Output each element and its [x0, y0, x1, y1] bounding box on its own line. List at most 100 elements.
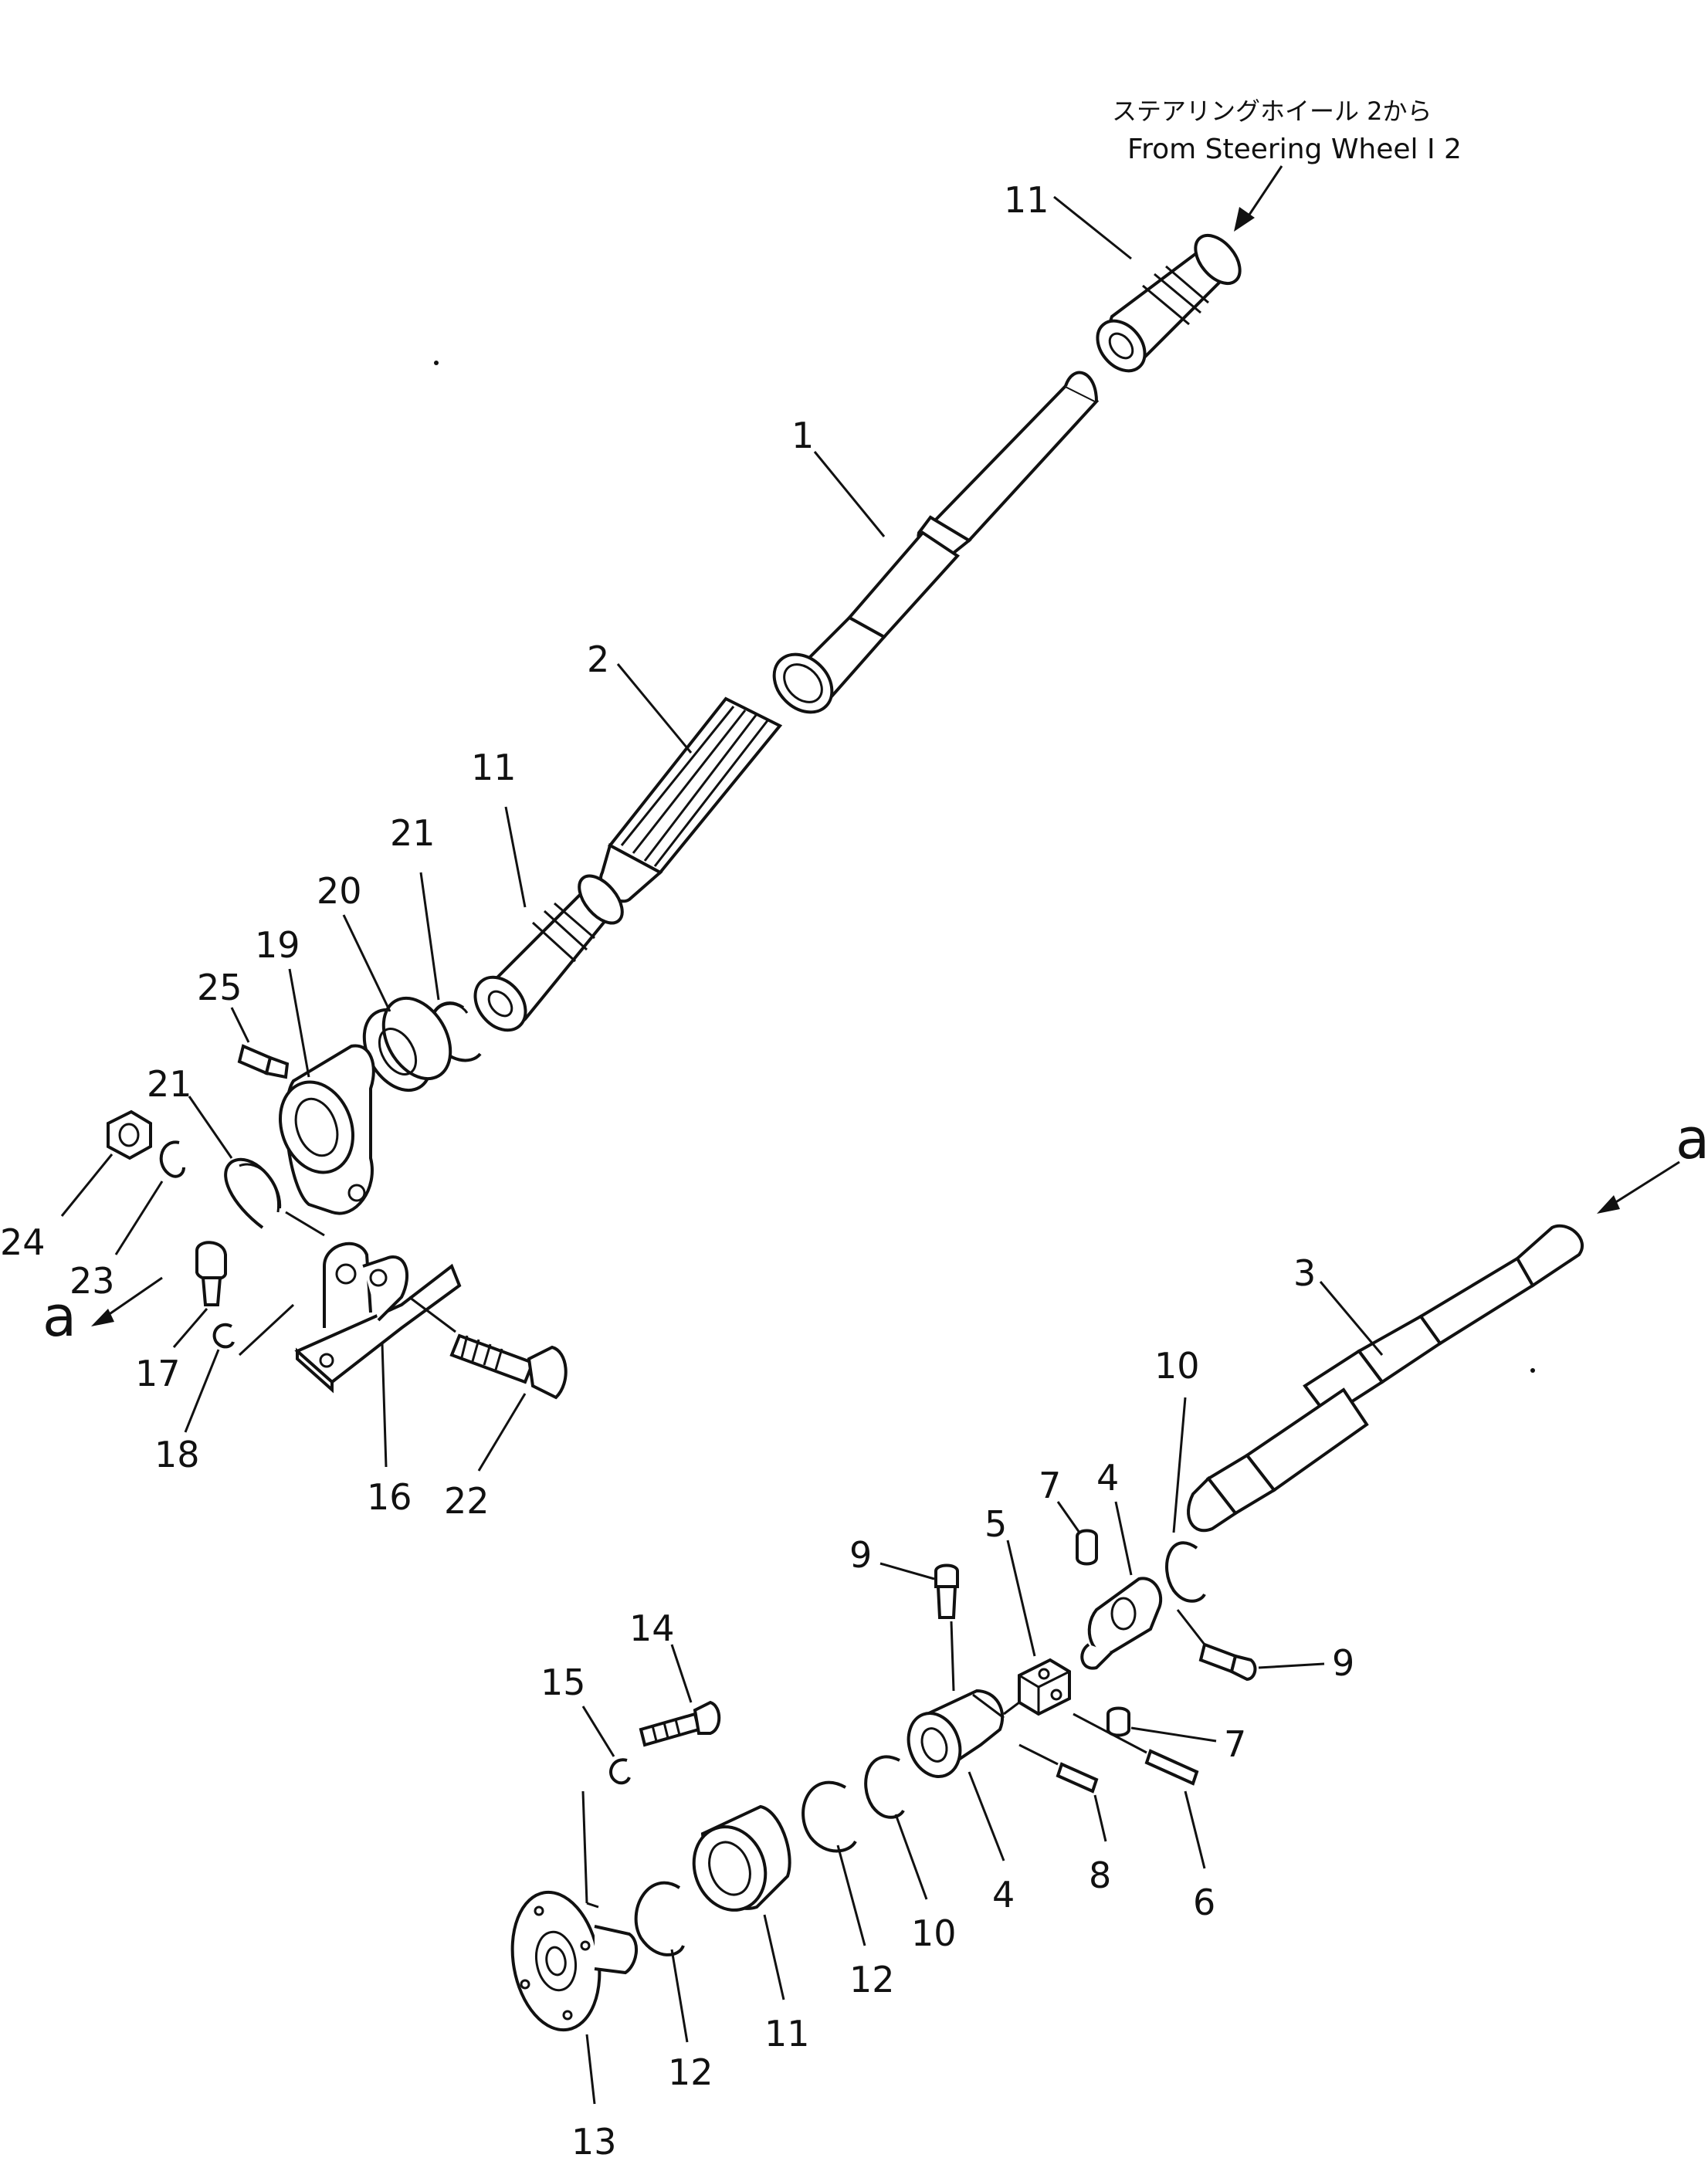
label-21-a: 21 [390, 812, 435, 854]
part-9-bolt-b [1198, 1642, 1257, 1682]
leader-7-b [1130, 1726, 1217, 1743]
label-4-b: 4 [992, 1874, 1015, 1916]
label-23: 23 [69, 1260, 115, 1302]
leader-22 [477, 1393, 527, 1472]
leader-11-mid [504, 806, 527, 908]
leader-10-b [894, 1814, 928, 1900]
alignment-line-bolt [408, 1296, 456, 1333]
part-9-bolt-a [934, 1563, 959, 1619]
leader-21-b [188, 1096, 233, 1159]
leader-3 [1319, 1281, 1384, 1356]
label-6: 6 [1193, 1882, 1215, 1923]
label-4-a: 4 [1096, 1457, 1119, 1499]
leader-2 [616, 663, 693, 754]
part-18-washer [212, 1323, 235, 1349]
part-4-yoke-b [907, 1689, 1005, 1778]
leader-10-a [1172, 1397, 1187, 1533]
label-16: 16 [367, 1476, 412, 1518]
part-15-washer [609, 1758, 631, 1785]
alignment-line-13b [586, 1902, 599, 1909]
label-21-b: 21 [147, 1063, 192, 1105]
part-20-bearing [362, 996, 452, 1092]
label-14: 14 [629, 1607, 675, 1649]
part-16-bracket [294, 1242, 462, 1394]
part-7-pin-b [1106, 1706, 1130, 1737]
label-25: 25 [197, 967, 242, 1008]
leader-15 [581, 1706, 615, 1757]
leader-4-b [968, 1771, 1005, 1861]
label-9-b: 9 [1332, 1642, 1354, 1684]
part-23-lock-washer [159, 1140, 185, 1178]
part-11-bot-coupling [692, 1804, 791, 1912]
label-8: 8 [1089, 1855, 1111, 1896]
leader-9-a [879, 1562, 935, 1580]
alignment-line-9 [950, 1621, 955, 1692]
part-25-grease-nipple [237, 1044, 290, 1079]
label-3: 3 [1293, 1252, 1316, 1294]
label-a-left: a [42, 1284, 76, 1349]
leader-4-a [1114, 1501, 1133, 1576]
leader-13 [585, 2034, 596, 2105]
header-japanese: ステアリングホイール 2から [1112, 97, 1432, 126]
label-19: 19 [255, 924, 300, 966]
leader-9-b [1258, 1662, 1325, 1669]
alignment-line-13 [581, 1790, 588, 1904]
label-9-a: 9 [849, 1534, 872, 1576]
leader-20 [342, 914, 391, 1012]
label-17: 17 [135, 1353, 181, 1394]
leader-24 [60, 1153, 114, 1217]
part-14-bolt [639, 1700, 721, 1747]
alignment-line-8 [1018, 1743, 1059, 1766]
alignment-line-yoke-b [1176, 1609, 1206, 1645]
alignment-line-ring [285, 1211, 325, 1237]
arrow-a-left [91, 1276, 163, 1326]
label-11-top: 11 [1004, 179, 1049, 221]
leader-11-bot [763, 1914, 785, 2000]
label-7-b: 7 [1224, 1723, 1246, 1765]
leader-8 [1093, 1794, 1107, 1842]
leader-19 [288, 968, 310, 1078]
part-1-upper-shaft [772, 371, 1100, 714]
label-24: 24 [0, 1221, 46, 1263]
leader-16 [381, 1343, 388, 1468]
label-18: 18 [154, 1434, 200, 1475]
leader-5 [1006, 1540, 1036, 1657]
part-5-cross-block [1018, 1658, 1071, 1716]
part-17-bolt [195, 1241, 227, 1306]
leader-12-a [836, 1844, 866, 1946]
alignment-line-6 [1073, 1712, 1147, 1754]
leader-12-b [670, 1949, 689, 2043]
label-7-a: 7 [1039, 1465, 1061, 1506]
label-11-mid: 11 [471, 747, 517, 788]
label-10-b: 10 [911, 1912, 957, 1954]
part-22-long-bolt [449, 1333, 568, 1400]
header-english: From Steering Wheel I 2 [1127, 134, 1462, 165]
label-22: 22 [444, 1480, 490, 1522]
part-24-nut [107, 1109, 152, 1160]
leader-14 [670, 1644, 693, 1703]
label-a-right: a [1676, 1106, 1708, 1171]
leader-7-a [1056, 1501, 1081, 1533]
part-12-snap-ring-a [801, 1780, 857, 1853]
part-11-top-coupling [1096, 234, 1242, 373]
part-21-snap-ring-b [224, 1157, 282, 1229]
leader-17 [172, 1308, 208, 1348]
part-10-snap-ring-a [1165, 1541, 1206, 1603]
label-2: 2 [587, 639, 609, 680]
part-3-lower-shaft [1187, 1224, 1584, 1533]
stray-dot-a [434, 361, 439, 365]
label-10-a: 10 [1154, 1345, 1200, 1387]
label-1: 1 [791, 415, 814, 456]
leader-25 [230, 1007, 250, 1043]
part-8-roll-pin [1056, 1762, 1099, 1794]
label-11-bot: 11 [764, 2013, 810, 2055]
arrow-a-right [1597, 1160, 1680, 1214]
leader-23 [114, 1181, 164, 1255]
part-11-mid-coupling [473, 874, 624, 1032]
leader-21-a [419, 872, 440, 1001]
label-20: 20 [317, 870, 362, 912]
arrow-from-steering-wheel [1234, 165, 1283, 232]
leader-18 [184, 1349, 220, 1433]
part-6-roll-pin [1144, 1749, 1199, 1786]
